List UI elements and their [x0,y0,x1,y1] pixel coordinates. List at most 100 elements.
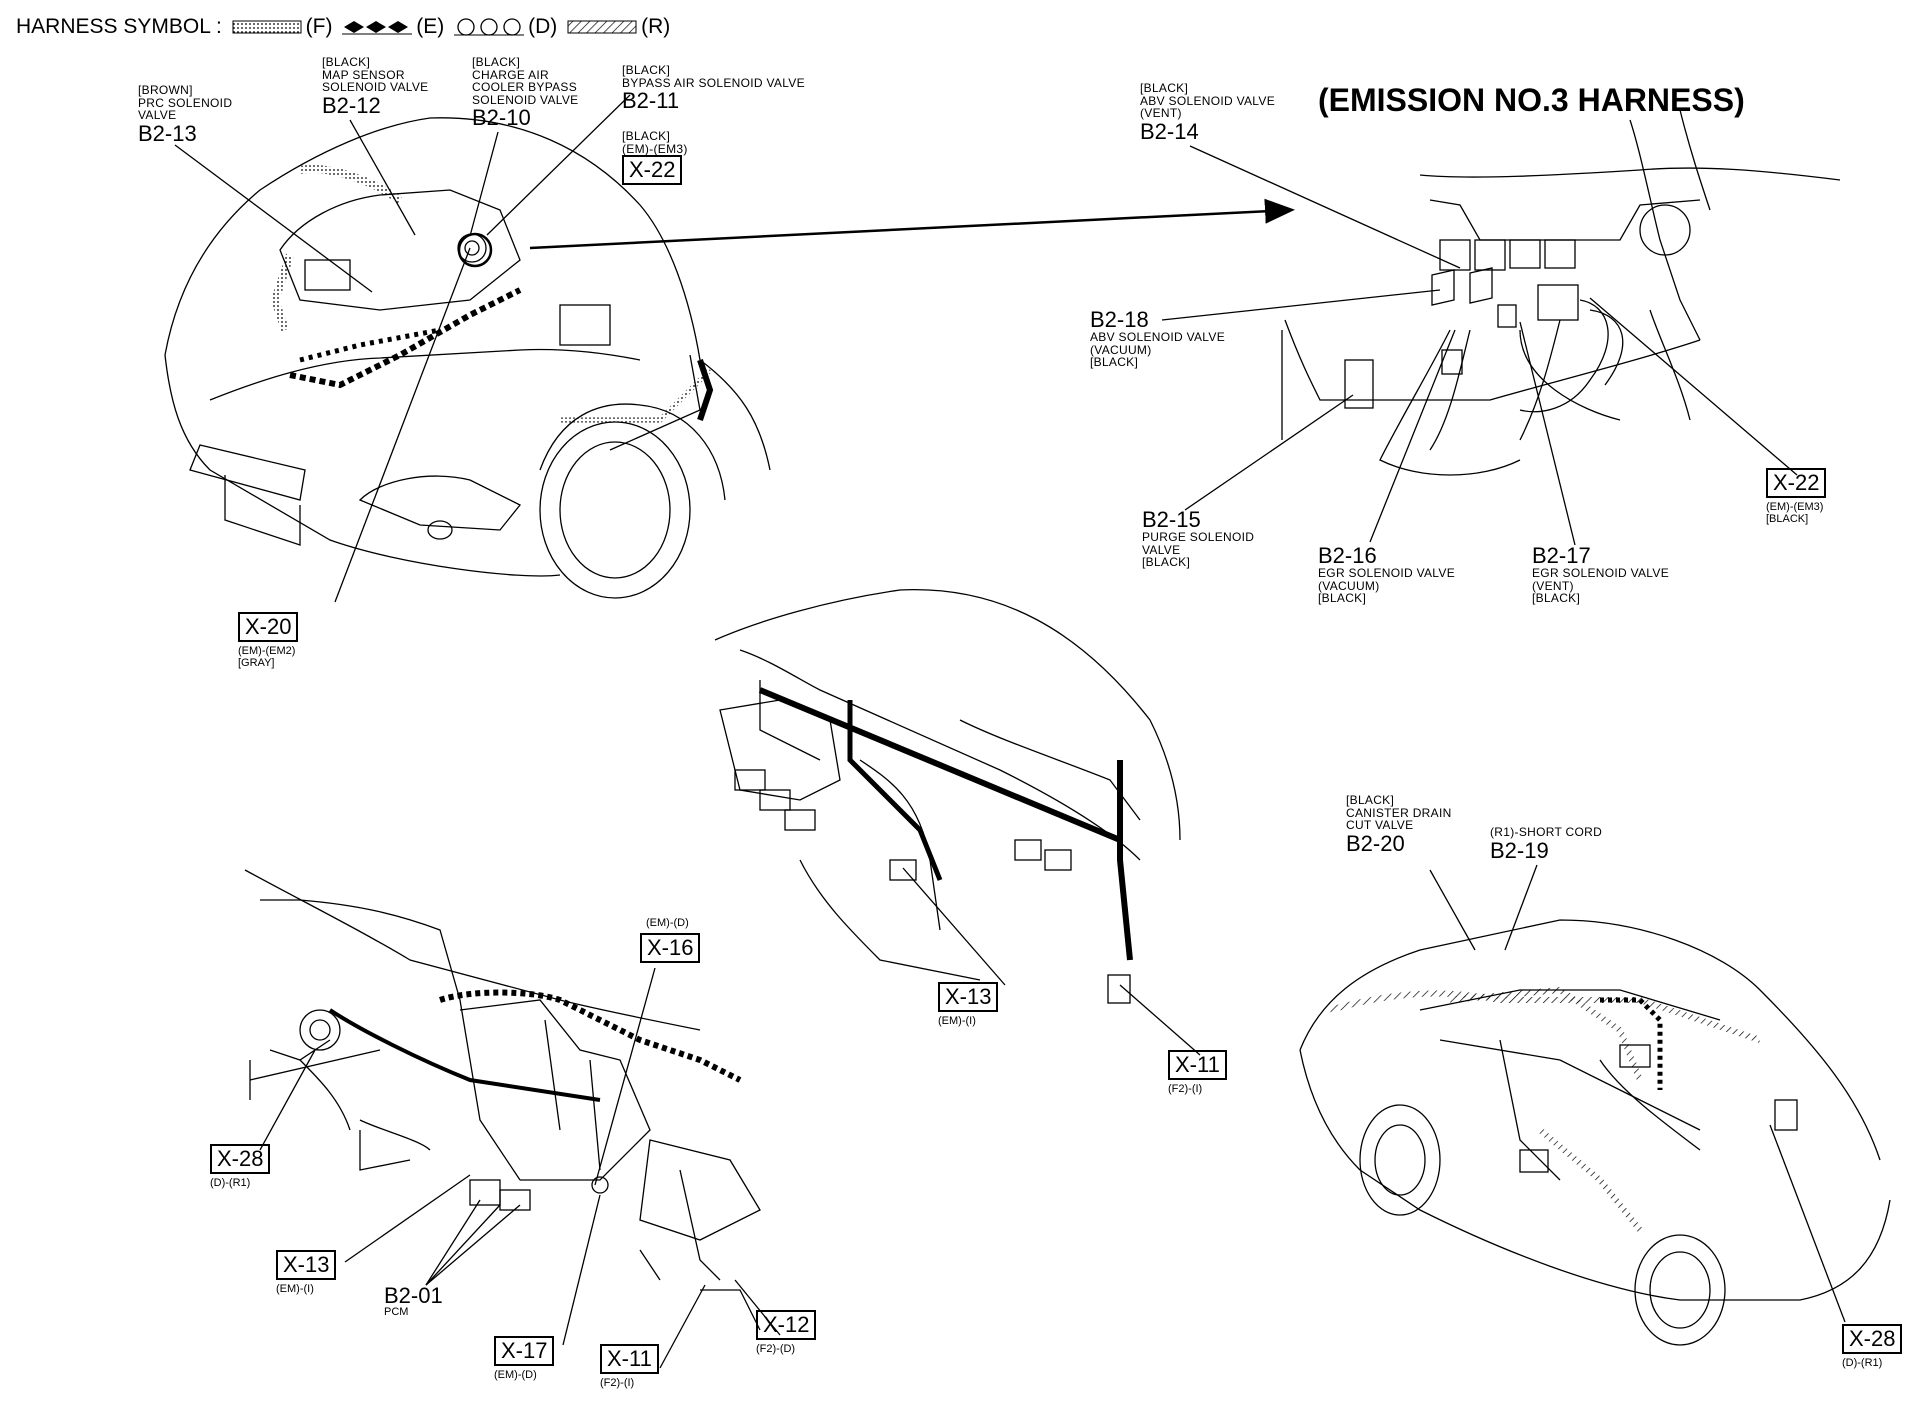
x22-right-code: X-22 [1766,468,1827,498]
emission-harness-location-circle [457,232,493,268]
connector-x22-top-label: [BLACK] (EM)-(EM3) X-22 [622,129,688,186]
x28-right-harness: (D)-(R1) [1842,1357,1883,1369]
b2-14-desc-line2: (VENT) [1140,106,1182,121]
b2-11-code: B2-11 [622,88,680,114]
b2-18-desc-line1: ABV SOLENOID VALVE [1090,330,1226,345]
x11-left-harness: (F2)-(I) [600,1377,635,1389]
connector-x11-mid-label: X-11 (F2)-(I) [1168,1050,1227,1096]
emission-harness-detail-drawing [1281,109,1841,476]
b2-11-color: [BLACK] [622,63,671,77]
b2-17-color: [BLACK] [1532,591,1581,606]
b2-16-color: [BLACK] [1318,591,1367,606]
x17-harness: (EM)-(D) [494,1369,537,1381]
connector-b2-20-label: [BLACK] CANISTER DRAIN CUT VALVE B2-20 [1346,794,1452,855]
x11-mid-code: X-11 [1168,1050,1227,1080]
connector-b2-12-label: [BLACK] MAP SENSOR SOLENOID VALVE B2-12 [322,56,428,117]
b2-16-desc-line2: (VACUUM) [1318,578,1380,593]
b2-10-desc-line1: CHARGE AIR [472,67,550,82]
instrument-panel-harness-drawing [244,869,761,1331]
b2-12-desc-line1: MAP SENSOR [322,67,405,82]
b2-19-code: B2-19 [1490,837,1549,863]
b2-15-color: [BLACK] [1142,555,1191,570]
x20-color: [GRAY] [238,656,275,669]
x28-left-harness: (D)-(R1) [210,1177,251,1189]
x22-top-color: [BLACK] [622,129,671,143]
b2-01-desc: PCM [384,1306,409,1319]
x13-mid-harness: (EM)-(I) [938,1015,976,1027]
dashboard-harness-drawing [714,588,1181,1004]
legend-symbol-diamonds [342,21,413,35]
b2-13-desc-line1: PRC SOLENOID [138,95,233,110]
harness-symbol-legend: HARNESS SYMBOL : (F) (E) (D) (R) [16,15,671,38]
b2-13-color: [BROWN] [138,83,193,97]
legend-code-e: (E) [416,15,445,38]
connector-x16-label: (EM)-(D) X-16 [640,917,701,963]
b2-12-color: [BLACK] [322,55,371,69]
connector-x13-left-label: X-13 (EM)-(I) [276,1250,337,1296]
leader-lines [174,94,1846,1369]
x16-harness: (EM)-(D) [646,917,689,929]
x16-code: X-16 [640,932,701,963]
x20-code: X-20 [238,612,299,642]
legend-code-d: (D) [528,15,558,38]
legend-symbol-circles [454,18,525,37]
x20-harness: (EM)-(EM2) [238,645,296,657]
connector-x22-right-label: X-22 (EM)-(EM3) [BLACK] [1766,468,1827,525]
x22-top-code: X-22 [622,155,683,186]
connector-x28-left-label: X-28 (D)-(R1) [210,1144,271,1190]
x22-top-desc: (EM)-(EM3) [622,141,688,156]
connector-x11-left-label: X-11 (F2)-(I) [600,1344,659,1390]
x13-left-harness: (EM)-(I) [276,1283,314,1295]
b2-10-desc-line3: SOLENOID VALVE [472,92,579,107]
b2-18-color: [BLACK] [1090,355,1139,370]
connector-x17-label: X-17 (EM)-(D) [494,1336,555,1382]
b2-13-desc-line2: VALVE [138,108,177,123]
b2-10-desc-line2: COOLER BYPASS [472,80,578,95]
b2-20-color: [BLACK] [1346,793,1395,807]
emission-detail-arrow [529,198,1295,250]
emission-harness-title: (EMISSION NO.3 HARNESS) [1318,82,1745,118]
b2-17-desc-line1: EGR SOLENOID VALVE [1532,566,1669,581]
connector-x12-label: X-12 (F2)-(D) [756,1310,817,1356]
legend-label: HARNESS SYMBOL : [16,15,222,38]
connector-b2-10-label: [BLACK] CHARGE AIR COOLER BYPASS SOLENOI… [472,55,579,131]
b2-16-code: B2-16 [1318,543,1377,568]
b2-14-desc-line1: ABV SOLENOID VALVE [1140,93,1276,108]
b2-15-desc-line2: VALVE [1142,542,1181,557]
b2-11-desc: BYPASS AIR SOLENOID VALVE [622,75,805,90]
connector-x28-right-label: X-28 (D)-(R1) [1842,1324,1903,1370]
b2-10-code: B2-10 [472,105,531,131]
legend-code-r: (R) [641,15,671,38]
x22-right-color: [BLACK] [1766,512,1809,525]
connector-b2-17-label: B2-17 EGR SOLENOID VALVE (VENT) [BLACK] [1532,544,1669,605]
b2-10-color: [BLACK] [472,55,521,69]
connector-x20-label: X-20 (EM)-(EM2) [GRAY] [238,612,299,669]
x12-code: X-12 [756,1310,817,1340]
legend-symbol-hatched [567,20,637,34]
x28-right-code: X-28 [1842,1324,1903,1354]
b2-12-code: B2-12 [322,92,381,118]
engine-bay-drawing [164,117,771,599]
b2-14-code: B2-14 [1140,118,1199,144]
b2-15-code: B2-15 [1142,507,1201,532]
x12-harness: (F2)-(D) [756,1343,796,1355]
vehicle-body-harness-drawing [1299,919,1891,1346]
b2-18-code: B2-18 [1090,307,1149,332]
b2-16-desc-line1: EGR SOLENOID VALVE [1318,566,1455,581]
b2-14-color: [BLACK] [1140,81,1189,95]
x22-right-harness: (EM)-(EM3) [1766,501,1824,513]
x11-left-code: X-11 [600,1344,659,1374]
b2-17-desc-line2: (VENT) [1532,578,1574,593]
x11-mid-harness: (F2)-(I) [1168,1083,1203,1095]
legend-code-f: (F) [305,15,333,38]
b2-13-code: B2-13 [138,120,197,146]
connector-b2-16-label: B2-16 EGR SOLENOID VALVE (VACUUM) [BLACK… [1318,544,1455,605]
connector-b2-11-label: [BLACK] BYPASS AIR SOLENOID VALVE B2-11 [622,64,805,112]
b2-17-code: B2-17 [1532,543,1591,568]
connector-b2-14-label: [BLACK] ABV SOLENOID VALVE (VENT) B2-14 [1140,82,1275,143]
legend-symbol-dotted [232,20,302,34]
connector-b2-19-label: (R1)-SHORT CORD B2-19 [1490,826,1602,862]
x13-left-code: X-13 [276,1250,337,1280]
b2-20-desc-line2: CUT VALVE [1346,818,1414,833]
b2-19-desc: (R1)-SHORT CORD [1490,825,1603,839]
